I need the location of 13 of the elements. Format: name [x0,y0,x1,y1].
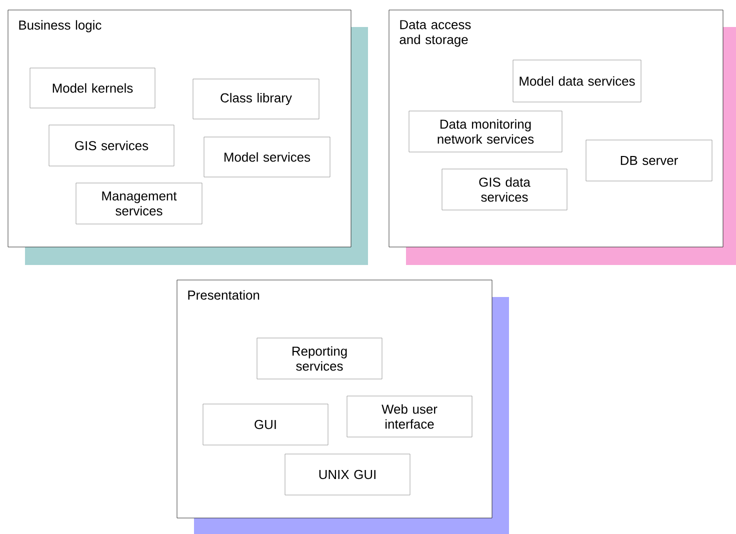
component-box: Management services [76,182,202,224]
component-box: Web user interface [346,396,472,438]
component-box: Reporting services [256,338,382,380]
component-box: Model services [204,136,330,178]
component-box: DB server [586,140,712,182]
component-box: Data monitoring network services [408,110,562,152]
component-box: GIS data services [442,168,568,210]
component-box: GIS services [48,124,174,166]
component-box: Class library [192,78,320,120]
component-box: GUI [202,404,328,446]
component-box: Model data services [512,60,642,102]
component-box: UNIX GUI [284,454,410,496]
component-box: Model kernels [30,68,156,108]
